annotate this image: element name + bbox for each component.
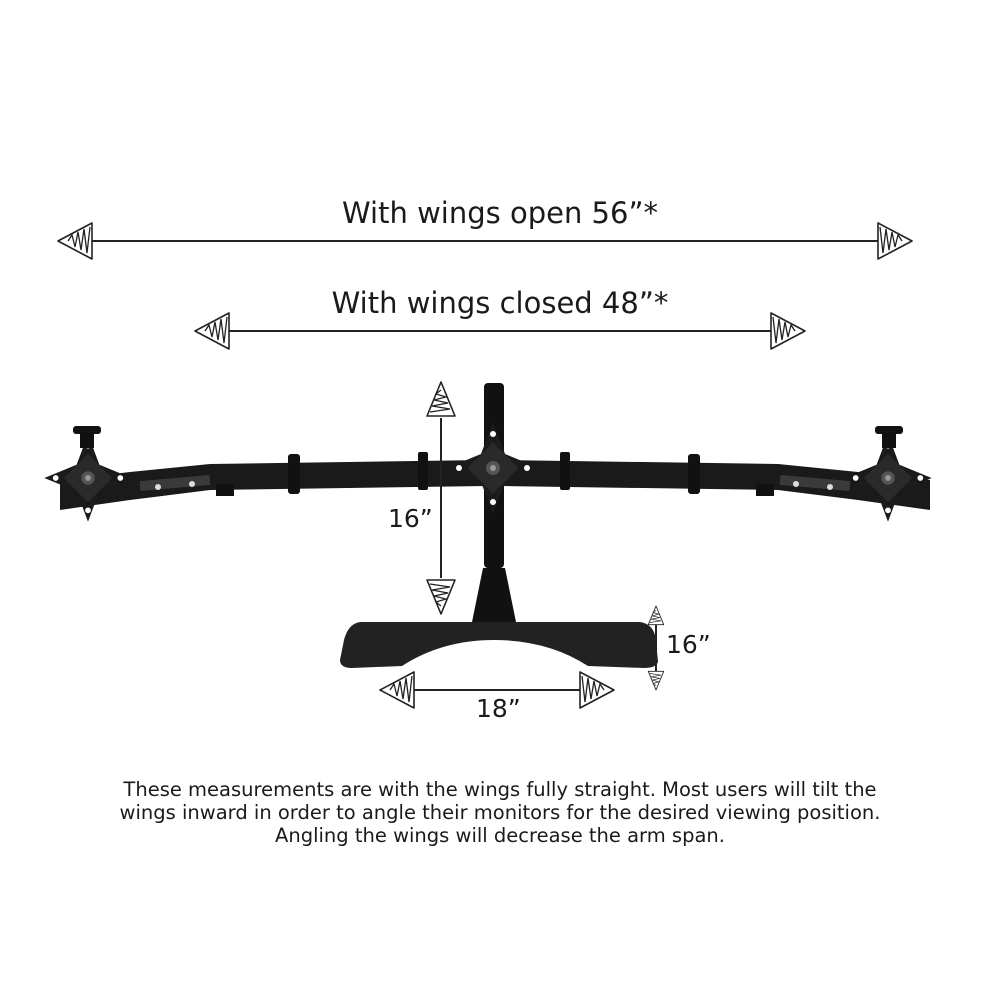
left-arrowhead-icon <box>379 671 415 709</box>
base-width-label: 18” <box>476 694 521 723</box>
measurement-note-line: Angling the wings will decrease the arm … <box>275 824 725 847</box>
right-arrowhead-icon <box>579 671 615 709</box>
pole-height-label: 16” <box>388 504 433 533</box>
measurement-note-line: wings inward in order to angle their mon… <box>119 801 881 824</box>
stand-base <box>340 622 658 668</box>
pole-height-dimension-arrow <box>426 381 456 615</box>
wings-open-dimension-arrow <box>57 222 913 260</box>
measurement-note-line: These measurements are with the wings fu… <box>123 778 877 801</box>
base-depth-label: 16” <box>666 630 711 659</box>
wings-open-label: With wings open 56”* <box>342 196 658 230</box>
up-arrowhead-icon <box>647 605 665 626</box>
center-vesa-plate <box>447 422 539 514</box>
base-depth-dimension-arrow <box>647 605 665 691</box>
down-arrowhead-icon <box>426 579 456 615</box>
wings-closed-label: With wings closed 48”* <box>331 286 669 320</box>
measurement-note: These measurements are with the wings fu… <box>60 778 940 847</box>
left-wing-arm <box>60 460 486 510</box>
down-arrowhead-icon <box>647 670 665 691</box>
stand-pole-collar <box>472 568 516 622</box>
triple-monitor-stand <box>44 383 932 668</box>
right-wing-arm <box>502 460 930 510</box>
base-width-dimension-arrow <box>379 671 615 709</box>
up-arrowhead-icon <box>426 381 456 417</box>
left-tilt-knob <box>80 430 94 448</box>
wings-closed-dimension-arrow <box>194 312 806 350</box>
right-tilt-knob <box>882 430 896 448</box>
